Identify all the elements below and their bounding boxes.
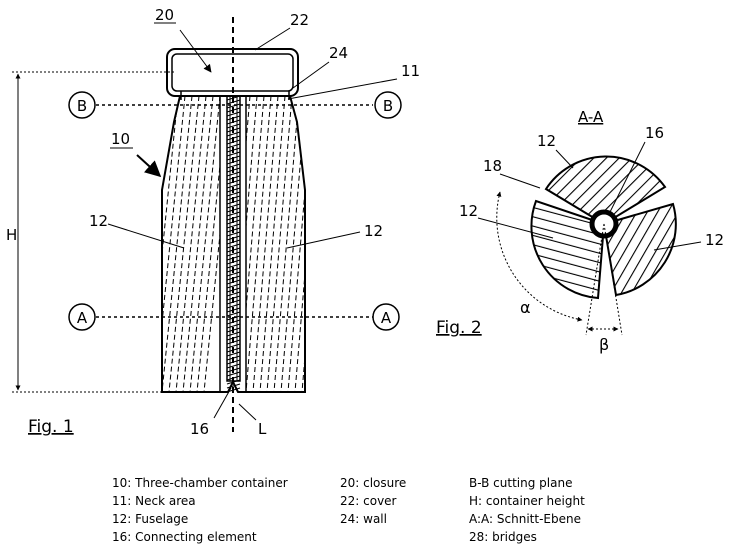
svg-text:B: B xyxy=(383,97,393,115)
legend-item: 22: cover xyxy=(340,494,397,508)
section-marker-b-left: B xyxy=(68,91,96,119)
legend-item: 28: bridges xyxy=(469,530,537,544)
ref-10: 10 xyxy=(111,130,130,148)
fig2-ref-16: 16 xyxy=(645,124,664,142)
section-marker-a-left: A xyxy=(68,303,96,331)
sector-right xyxy=(602,202,677,297)
legend-column-2: 20: closure 22: cover 24: wall xyxy=(340,474,406,528)
legend-item: B-B cutting plane xyxy=(469,476,573,490)
axis-label-l: L xyxy=(258,420,267,438)
legend-item: H: container height xyxy=(469,494,585,508)
angle-alpha-arc xyxy=(496,191,583,322)
figure-1-caption: Fig. 1 xyxy=(28,417,74,437)
ref-11: 11 xyxy=(401,62,420,80)
svg-text:A: A xyxy=(77,309,88,327)
section-title-a-a: A-A xyxy=(578,108,604,126)
left-chamber-hatching xyxy=(162,96,220,392)
height-dimension: H xyxy=(6,71,175,393)
figure-2-caption: Fig. 2 xyxy=(436,318,482,338)
figure-1: H B B A A 20 22 24 11 10 12 xyxy=(6,6,420,438)
legend-item: 16: Connecting element xyxy=(112,530,257,544)
ref-16: 16 xyxy=(190,420,209,438)
ref-12-right: 12 xyxy=(364,222,383,240)
svg-text:B: B xyxy=(77,97,87,115)
legend-item: 20: closure xyxy=(340,476,407,490)
ref-24: 24 xyxy=(329,44,348,62)
ref-20: 20 xyxy=(155,6,174,24)
ref-22: 22 xyxy=(290,11,309,29)
legend-column-1: 10: Three-chamber container 11: Neck are… xyxy=(112,474,288,546)
legend-item: 24: wall xyxy=(340,512,387,526)
angle-beta-label: β xyxy=(599,335,609,354)
legend-item: 12: Fuselage xyxy=(112,512,189,526)
legend-item: 10: Three-chamber container xyxy=(112,476,288,490)
legend-item: A:A: Schnitt-Ebene xyxy=(469,512,581,526)
figure-2: A-A 12 16 18 12 12 α β Fig. 2 xyxy=(436,108,724,354)
angle-alpha-label: α xyxy=(520,298,531,317)
fig2-ref-12-left: 12 xyxy=(459,202,478,220)
fig2-ref-18: 18 xyxy=(483,157,502,175)
section-marker-b-right: B xyxy=(374,91,402,119)
height-label: H xyxy=(6,226,17,244)
svg-text:A: A xyxy=(381,309,392,327)
ref-12-left: 12 xyxy=(89,212,108,230)
sector-top xyxy=(544,155,667,226)
fig2-ref-12-top: 12 xyxy=(537,132,556,150)
legend-item: 11: Neck area xyxy=(112,494,196,508)
fig2-ref-12-right: 12 xyxy=(705,231,724,249)
section-marker-a-right: A xyxy=(372,303,400,331)
legend-column-3: B-B cutting plane H: container height A:… xyxy=(469,474,585,546)
